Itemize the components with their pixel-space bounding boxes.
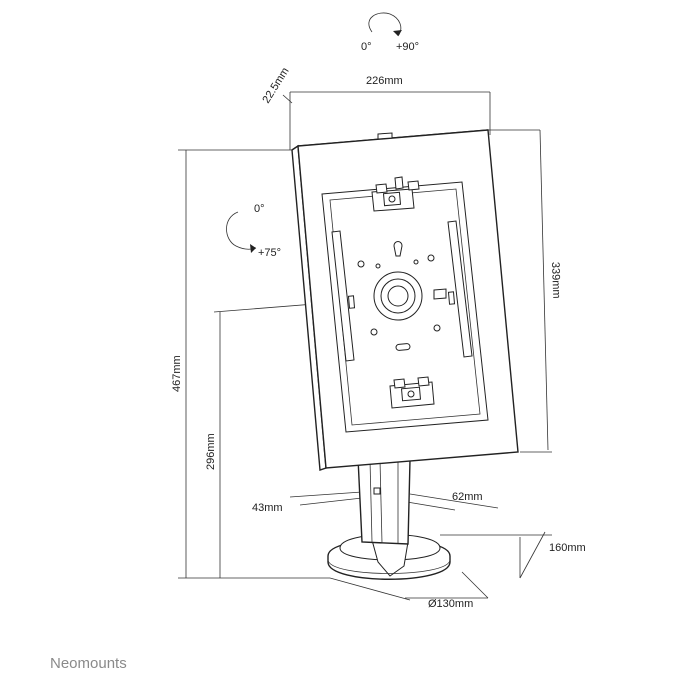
bottom-bracket [389, 376, 435, 409]
brand-logo-text: Neomounts [50, 655, 127, 672]
rotation-top-from: 0° [361, 41, 372, 53]
total-height-dimension-line [178, 149, 330, 579]
stand-pole [357, 457, 411, 545]
base-diameter-label: Ø130mm [428, 598, 473, 610]
pole-width-label: 62mm [452, 491, 483, 503]
rotation-side-to: +75° [258, 247, 281, 259]
rotation-top-icon [368, 12, 402, 37]
rotation-side-from: 0° [254, 203, 265, 215]
depth-label: 22.5mm [260, 66, 291, 106]
depth-dimension-line [282, 94, 293, 104]
total-height-label: 467mm [171, 355, 183, 392]
rotation-top-to: +90° [396, 41, 419, 53]
mount-height-label: 296mm [205, 433, 217, 470]
pole-depth-label: 43mm [252, 502, 283, 514]
width-label: 226mm [366, 75, 403, 87]
centre-mount [357, 241, 447, 351]
base-dimension-lines [329, 531, 552, 601]
top-bracket [371, 176, 420, 212]
base-depth-label: 160mm [549, 542, 586, 554]
panel-height-dimension-line [488, 129, 552, 453]
rotation-side-icon [226, 211, 257, 253]
pole-dimension-lines [289, 491, 499, 511]
panel-height-label: 339mm [549, 262, 562, 299]
